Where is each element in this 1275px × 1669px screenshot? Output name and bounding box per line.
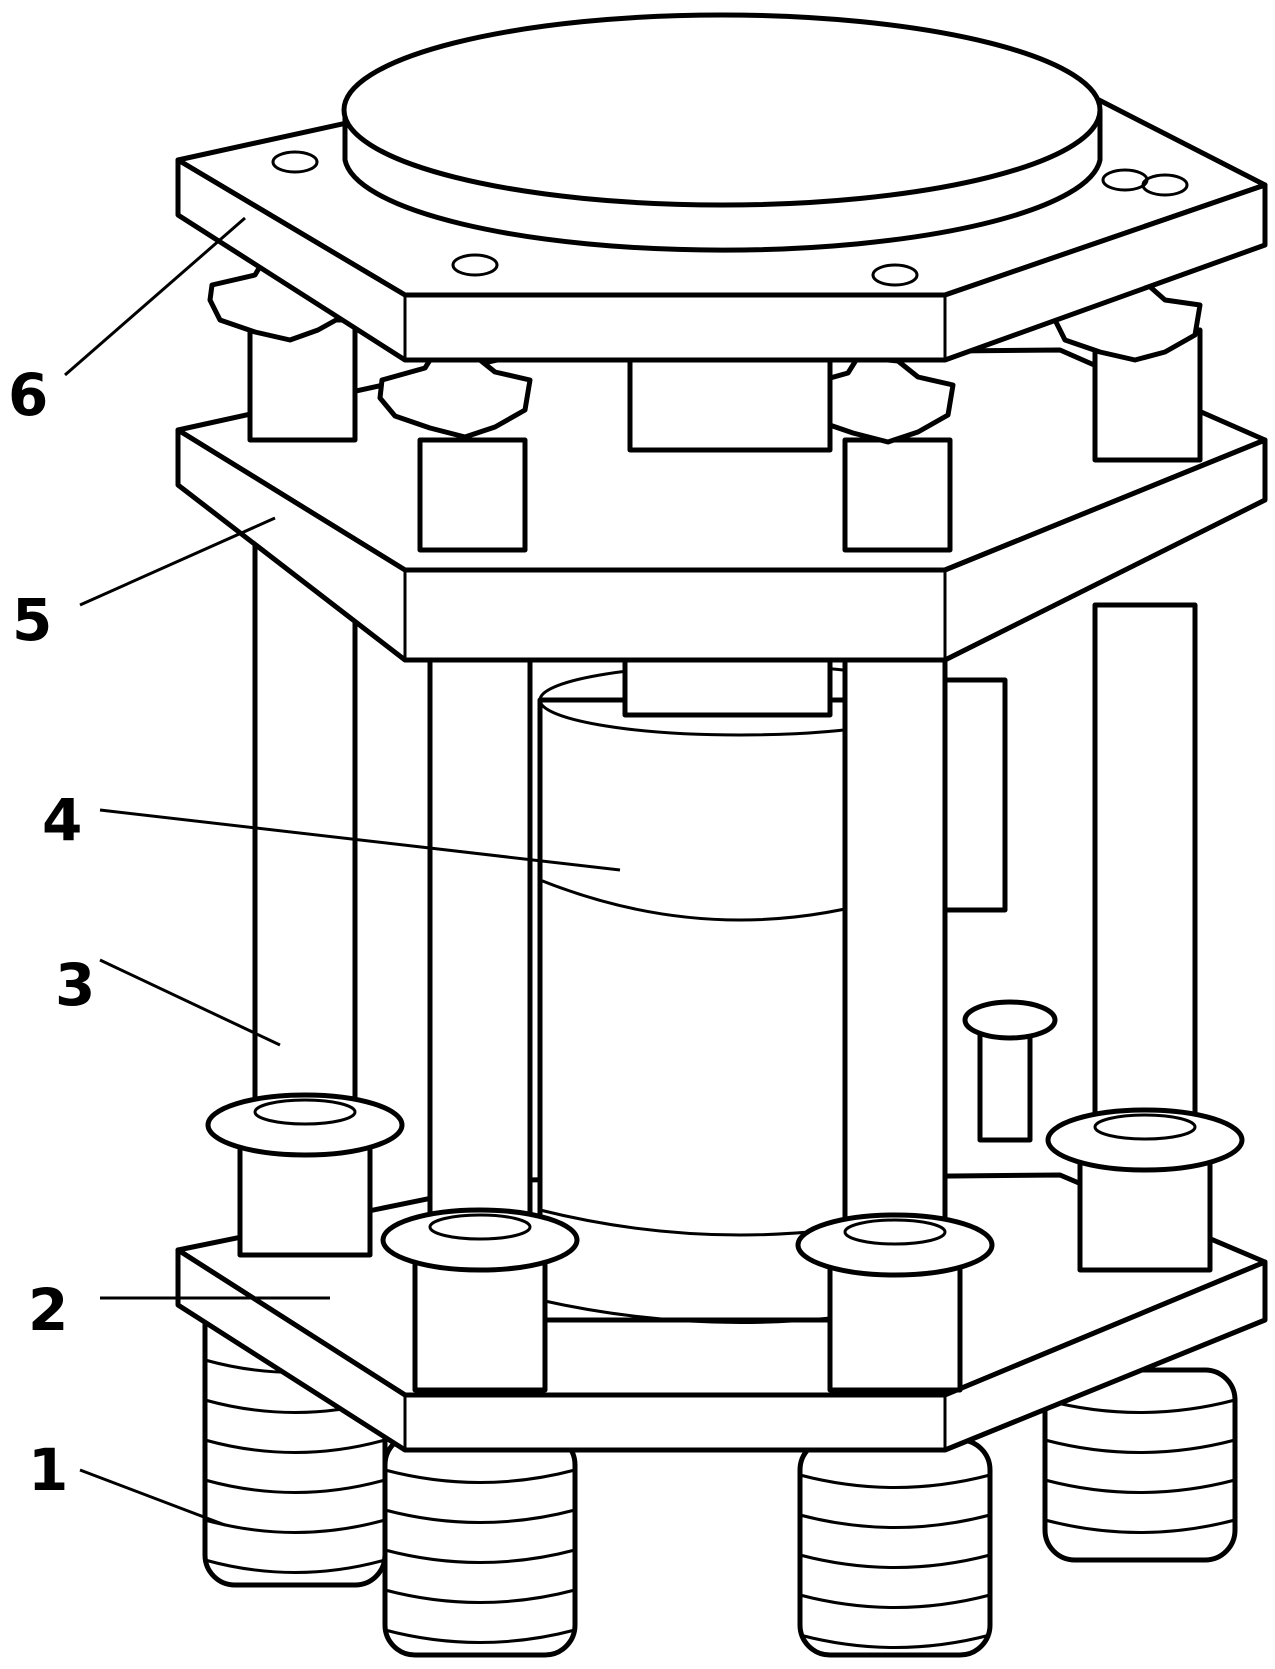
rod-front-left <box>380 647 580 1393</box>
callout-1: 1 <box>28 1436 68 1504</box>
callout-5: 5 <box>12 586 52 654</box>
callouts: 6 5 4 3 2 1 <box>8 361 95 1504</box>
leader-6 <box>64 216 246 377</box>
callout-3: 3 <box>55 951 95 1019</box>
leader-4 <box>99 808 621 872</box>
stud-front-left <box>377 349 533 553</box>
rod-front-right <box>795 652 995 1393</box>
leader-lines <box>64 216 621 1527</box>
stud-back-left <box>207 255 358 443</box>
callout-4: 4 <box>42 786 82 854</box>
rod-back-right <box>1045 602 1245 1273</box>
leader-1 <box>79 1468 226 1527</box>
rod-back-left <box>205 542 405 1258</box>
leader-5 <box>79 516 276 607</box>
spring-front-right <box>797 1437 993 1658</box>
top-disc <box>341 12 1103 253</box>
spring-front-left <box>382 1432 578 1658</box>
callout-2: 2 <box>28 1276 68 1344</box>
leader-3 <box>99 958 281 1047</box>
callout-6: 6 <box>8 361 48 429</box>
